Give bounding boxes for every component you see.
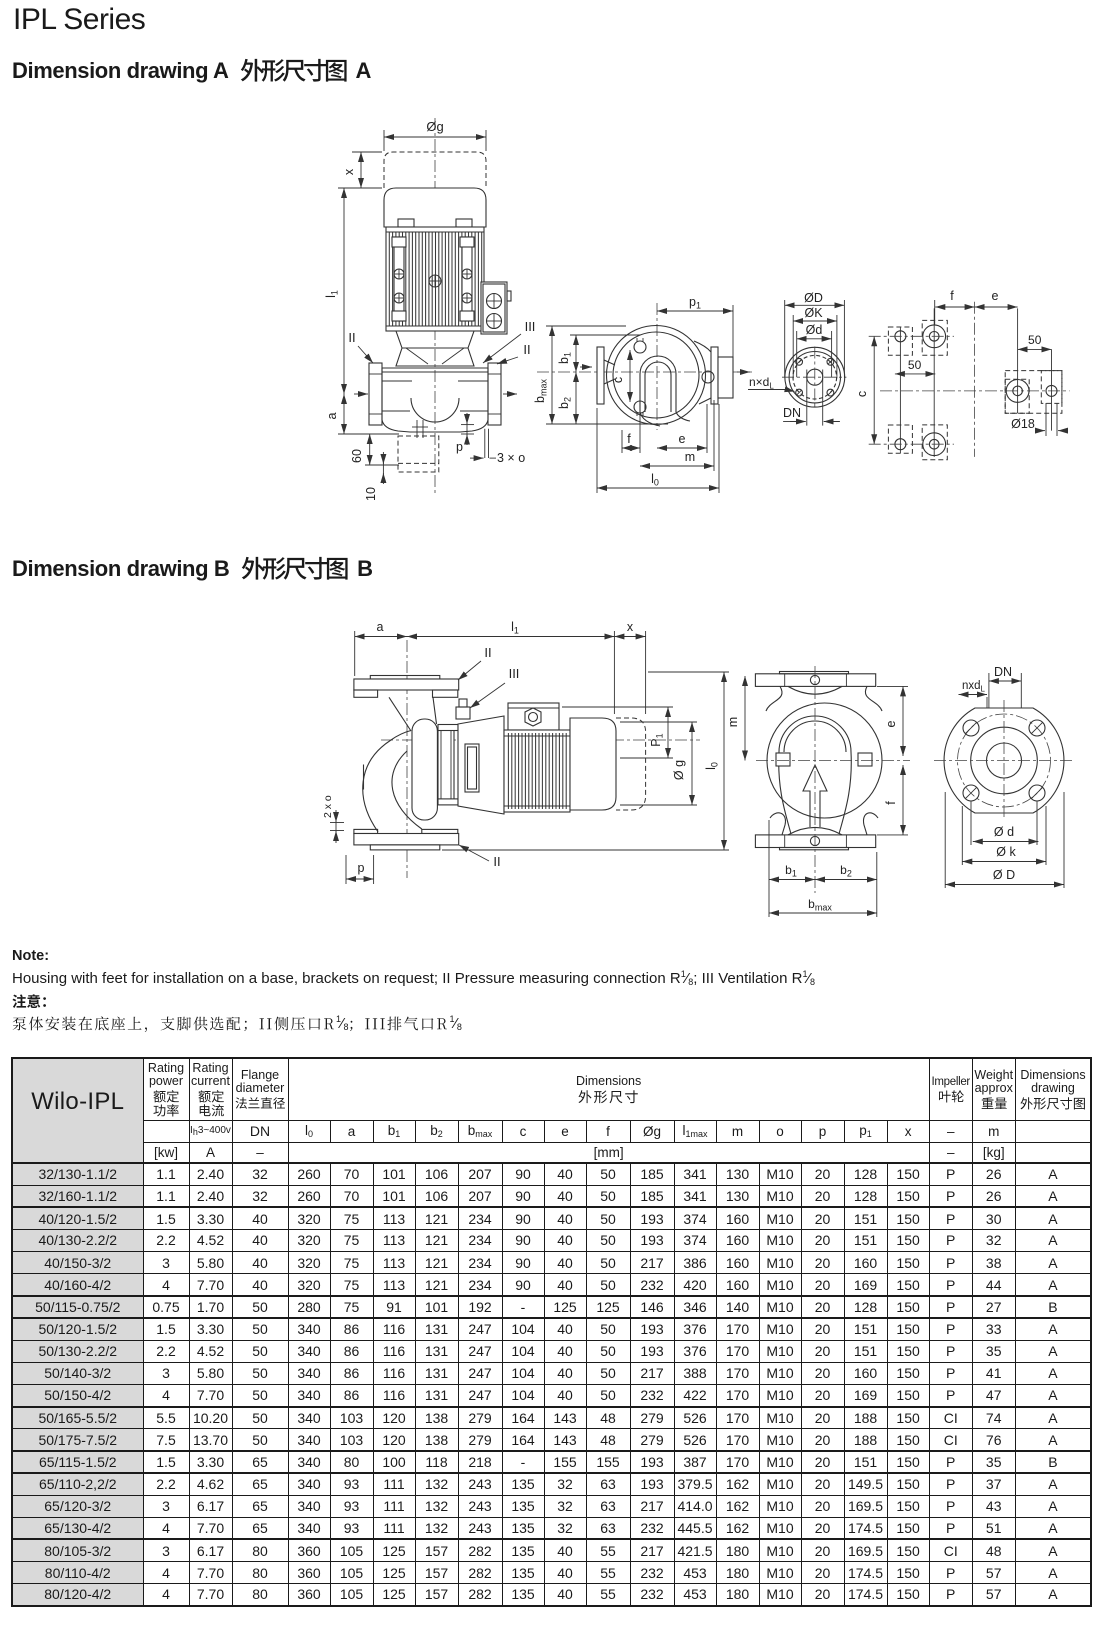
svg-text:3 × o: 3 × o bbox=[497, 451, 525, 465]
svg-text:Ød: Ød bbox=[806, 323, 823, 337]
svg-text:DN: DN bbox=[994, 665, 1012, 679]
svg-text:b1: b1 bbox=[785, 863, 797, 879]
svg-text:Ø18: Ø18 bbox=[1011, 417, 1035, 431]
svg-text:f: f bbox=[627, 432, 631, 446]
svg-text:l0: l0 bbox=[704, 762, 720, 770]
svg-text:DN: DN bbox=[783, 406, 801, 420]
svg-text:bmax: bmax bbox=[808, 897, 832, 913]
svg-text:ØD: ØD bbox=[804, 291, 823, 305]
svg-text:m: m bbox=[685, 450, 695, 464]
svg-text:e: e bbox=[992, 289, 999, 303]
svg-text:III: III bbox=[509, 666, 520, 681]
svg-text:x: x bbox=[342, 168, 356, 175]
svg-text:f: f bbox=[950, 289, 954, 303]
svg-text:l1: l1 bbox=[324, 290, 340, 298]
svg-text:b2: b2 bbox=[557, 397, 573, 409]
svg-text:Ø k: Ø k bbox=[996, 845, 1016, 859]
svg-text:l1: l1 bbox=[511, 620, 519, 636]
svg-text:II: II bbox=[523, 342, 530, 357]
svg-text:2 x o: 2 x o bbox=[322, 795, 334, 818]
svg-text:II: II bbox=[484, 645, 491, 660]
svg-text:50: 50 bbox=[908, 358, 922, 372]
svg-text:10: 10 bbox=[364, 487, 378, 501]
svg-text:Ø d: Ø d bbox=[994, 825, 1014, 839]
svg-text:Ø D: Ø D bbox=[993, 868, 1015, 882]
svg-text:III: III bbox=[525, 319, 536, 334]
svg-text:a: a bbox=[377, 620, 384, 634]
svg-text:60: 60 bbox=[350, 449, 364, 463]
svg-text:c: c bbox=[611, 377, 625, 383]
svg-text:ØK: ØK bbox=[804, 306, 823, 320]
svg-text:c: c bbox=[855, 391, 869, 397]
svg-text:Øg: Øg bbox=[426, 119, 443, 134]
svg-text:m: m bbox=[726, 717, 740, 727]
svg-text:Ø g: Ø g bbox=[672, 760, 686, 780]
svg-text:p: p bbox=[456, 440, 463, 454]
svg-text:50: 50 bbox=[1028, 333, 1042, 347]
svg-text:p: p bbox=[358, 861, 365, 875]
svg-text:II: II bbox=[348, 330, 355, 345]
svg-text:b2: b2 bbox=[840, 863, 852, 879]
svg-text:x: x bbox=[627, 620, 634, 634]
svg-text:nxdL: nxdL bbox=[962, 680, 986, 694]
svg-text:e: e bbox=[679, 432, 686, 446]
svg-text:n×dL: n×dL bbox=[749, 375, 774, 391]
svg-text:p1: p1 bbox=[689, 295, 701, 311]
svg-text:l0: l0 bbox=[651, 472, 659, 488]
svg-text:bmax: bmax bbox=[533, 379, 549, 403]
svg-text:e: e bbox=[884, 720, 898, 727]
svg-text:P1: P1 bbox=[649, 733, 665, 746]
svg-text:f: f bbox=[884, 801, 898, 805]
svg-text:II: II bbox=[493, 854, 500, 869]
svg-text:a: a bbox=[325, 412, 339, 419]
svg-text:b1: b1 bbox=[557, 352, 573, 364]
